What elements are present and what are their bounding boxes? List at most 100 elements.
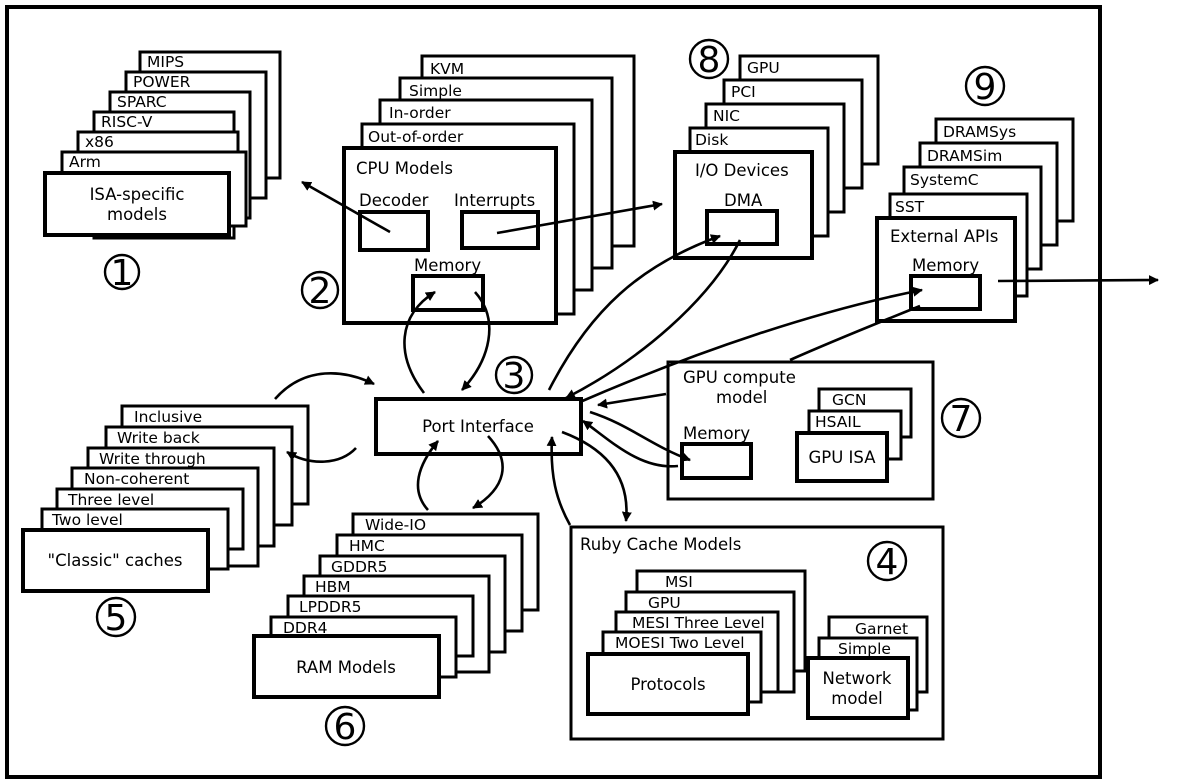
network-label-garnet: Garnet	[855, 620, 908, 638]
cpu-label-kvm: KVM	[430, 60, 464, 78]
arrow-ram-to-port	[416, 440, 439, 511]
arrow-port-to-cpu-memory	[403, 290, 436, 394]
gpu-title-2: model	[716, 388, 767, 407]
isa-front-box	[43, 171, 231, 237]
ram-models-group: Wide-IO HMC GDDR5 HBM LPDDR5 DDR4 RAM Mo…	[252, 512, 540, 699]
cpu-memory-label: Memory	[414, 256, 481, 275]
arrow-gpu-to-port	[597, 392, 667, 409]
io-label-nic: NIC	[713, 107, 740, 125]
isa-label-x86: x86	[85, 133, 114, 151]
arrow-ruby-to-port	[546, 436, 572, 526]
gpu-isa-label-gcn: GCN	[832, 391, 866, 409]
interrupts-box	[460, 210, 540, 250]
gpu-isa-front-label: GPU ISA	[809, 448, 877, 467]
cpu-label-inorder: In-order	[389, 104, 451, 122]
connection-arrows	[274, 180, 1159, 526]
isa-front-label-2: models	[107, 205, 167, 224]
protocols-front-box	[586, 652, 750, 716]
decoder-label: Decoder	[359, 191, 429, 210]
ext-memory-label: Memory	[912, 256, 979, 275]
classic-label-twolevel: Two level	[51, 511, 123, 529]
arrow-decoder-to-isa	[301, 180, 391, 234]
classic-front-box	[21, 528, 210, 593]
network-front-label-2: model	[831, 689, 882, 708]
classic-label-noncoherent: Non-coherent	[84, 470, 189, 488]
external-apis-group: DRAMSys DRAMSim SystemC SST External API…	[875, 117, 1075, 323]
ruby-title: Ruby Cache Models	[580, 535, 741, 554]
interrupts-label: Interrupts	[454, 191, 535, 210]
svg-text:5: 5	[105, 598, 128, 639]
io-front-label: I/O Devices	[695, 161, 789, 180]
svg-text:4: 4	[876, 542, 899, 583]
gpu-title-1: GPU compute	[683, 368, 796, 387]
network-front-label-1: Network	[823, 669, 892, 688]
svg-text:3: 3	[503, 356, 526, 397]
cpu-front-label: CPU Models	[356, 159, 453, 178]
port-interface-group: Port Interface	[374, 397, 583, 456]
network-label-simple: Simple	[838, 640, 891, 658]
ext-label-sst: SST	[895, 198, 925, 216]
io-label-pci: PCI	[731, 83, 756, 101]
classic-label-threelevel: Three level	[67, 491, 154, 509]
arrow-classic-to-port	[274, 372, 375, 400]
protocols-front-label: Protocols	[630, 675, 705, 694]
number-8: 8	[688, 38, 730, 81]
ruby-label-msi: MSI	[665, 573, 693, 591]
ruby-label-mesi: MESI Three Level	[632, 614, 765, 632]
ext-label-dramsys: DRAMSys	[943, 123, 1016, 141]
arrow-gpu-memory-to-port	[582, 419, 679, 468]
ext-memory-box	[909, 274, 982, 311]
classic-label-writeback: Write back	[117, 429, 200, 447]
number-9: 9	[964, 65, 1006, 108]
ram-label-ddr4: DDR4	[283, 619, 328, 637]
cpu-memory-box	[411, 274, 485, 312]
arrow-cpu-memory-to-port	[461, 291, 491, 391]
number-7: 7	[940, 397, 982, 440]
network-front-box	[806, 656, 910, 720]
classic-front-label: "Classic" caches	[48, 551, 183, 570]
arrow-port-to-dma	[547, 234, 721, 391]
ram-label-gddr5: GDDR5	[331, 558, 388, 576]
classic-label-inclusive: Inclusive	[134, 408, 202, 426]
cpu-models-group: KVM Simple In-order Out-of-order CPU Mod…	[342, 54, 636, 325]
io-label-gpu: GPU	[747, 59, 780, 77]
ruby-label-gpu: GPU	[648, 594, 681, 612]
isa-label-power: POWER	[133, 73, 191, 91]
isa-models-group: MIPS POWER SPARC RISC-V x86 Arm ISA-spec…	[43, 50, 282, 240]
gpu-compute-group: GPU compute model Memory GCN HSAIL GPU I…	[666, 360, 935, 501]
number-3: 3	[494, 355, 534, 397]
ruby-label-moesi: MOESI Two Level	[615, 634, 745, 652]
cpu-label-ooo: Out-of-order	[368, 128, 464, 146]
arrow-gpu-to-ext-memory	[789, 304, 921, 362]
dma-label: DMA	[724, 191, 763, 210]
ext-label-systemc: SystemC	[910, 171, 979, 189]
ruby-cache-group: Ruby Cache Models MSI GPU MESI Three Lev…	[569, 525, 945, 741]
port-interface-box	[374, 397, 583, 456]
dma-box	[705, 209, 779, 246]
ram-front-label: RAM Models	[296, 658, 396, 677]
svg-text:8: 8	[698, 40, 721, 81]
ext-label-dramsim: DRAMSim	[927, 147, 1002, 165]
arrow-port-to-gpu-memory	[589, 410, 691, 462]
isa-label-riscv: RISC-V	[101, 113, 153, 131]
ram-label-hbm: HBM	[315, 578, 351, 596]
number-5: 5	[95, 596, 137, 639]
ram-front-box	[252, 634, 441, 699]
arrow-port-to-ram	[472, 435, 504, 510]
arrow-port-to-classic	[286, 447, 357, 463]
classic-caches-group: Inclusive Write back Write through Non-c…	[21, 404, 310, 593]
ram-label-hmc: HMC	[349, 537, 385, 555]
svg-text:2: 2	[309, 271, 332, 312]
io-label-disk: Disk	[695, 131, 728, 149]
arrow-interrupts-to-io	[496, 200, 663, 235]
isa-label-mips: MIPS	[147, 53, 184, 71]
isa-label-sparc: SPARC	[117, 93, 167, 111]
arrow-dma-to-port	[565, 239, 742, 400]
io-devices-group: GPU PCI NIC Disk I/O Devices DMA	[673, 54, 880, 260]
decoder-box	[358, 210, 430, 252]
cpu-label-simple: Simple	[409, 82, 462, 100]
arrow-port-to-ext-memory	[579, 286, 923, 404]
number-6: 6	[324, 705, 366, 748]
svg-text:6: 6	[334, 707, 357, 748]
